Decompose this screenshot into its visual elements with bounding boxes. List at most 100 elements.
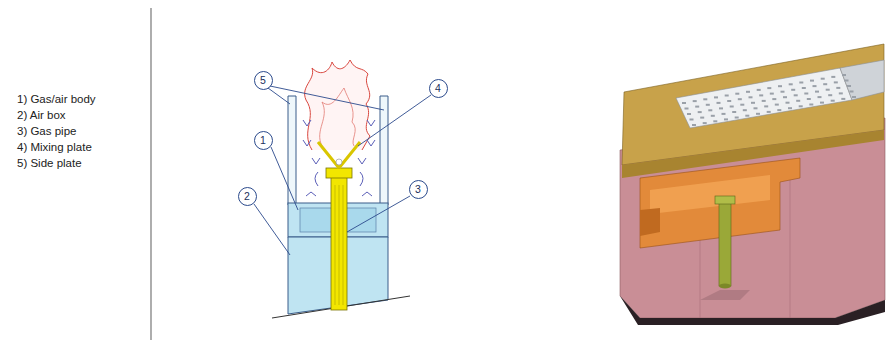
perforation-hole (713, 120, 717, 122)
perforation-hole (685, 108, 689, 110)
perforation-hole (703, 122, 707, 124)
perforation-hole (818, 96, 822, 98)
divider-line (150, 8, 151, 340)
perforation-hole (738, 98, 742, 100)
callout-number: 5 (260, 75, 266, 85)
perforation-hole (834, 81, 838, 83)
perforation-hole (767, 111, 771, 113)
callout-number: 1 (260, 135, 266, 145)
callout-circle: 1 (254, 131, 273, 150)
part-name: 1) Gas/air body (17, 92, 96, 106)
perforation-hole (757, 89, 761, 91)
perforation-hole (693, 100, 697, 102)
perforation-hole (714, 96, 718, 98)
perforation-hole (778, 85, 782, 87)
perforation-hole (845, 80, 849, 82)
perforation-hole (804, 93, 808, 95)
perforation-hole (789, 83, 793, 85)
perforation-hole (724, 118, 728, 120)
perforation-hole (719, 107, 723, 109)
perforation-hole (754, 107, 758, 109)
perforation-hole (850, 91, 854, 93)
gas-pipe-3d (719, 200, 731, 286)
perforation-hole (777, 109, 781, 111)
perforation-hole (783, 96, 787, 98)
perforation-hole (764, 105, 768, 107)
callout-circle: 3 (409, 180, 428, 199)
perforation-hole (749, 96, 753, 98)
perforation-hole (695, 106, 699, 108)
perforation-hole (735, 93, 739, 95)
perforation-hole (802, 87, 806, 89)
perforation-hole (791, 89, 795, 91)
perforation-hole (772, 98, 776, 100)
perforation-hole (751, 102, 755, 104)
callout-circle: 4 (429, 79, 448, 98)
perforated-plate-side (840, 60, 884, 100)
perforation-hole (821, 78, 825, 80)
perforation-hole (815, 91, 819, 93)
perforation-hole (756, 113, 760, 115)
perforation-hole (682, 102, 686, 104)
perforation-hole (732, 111, 736, 113)
callout-circle: 2 (238, 187, 257, 206)
part-name: 5) Side plate (17, 156, 82, 170)
perforation-hole (735, 117, 739, 119)
flame-inner (320, 88, 356, 146)
flow-arrow (303, 120, 375, 196)
leader-line (254, 86, 431, 255)
callout-circle: 5 (254, 71, 273, 90)
callout-number: 4 (435, 83, 441, 93)
perforation-hole (717, 102, 721, 104)
body-detail (700, 290, 750, 300)
gas-pipe (331, 176, 347, 310)
callout-number: 2 (244, 191, 250, 201)
part-name: 3) Gas pipe (17, 124, 76, 138)
gas-outlet (336, 159, 342, 165)
perforation-hole (711, 115, 715, 117)
perforation-hole (767, 87, 771, 89)
perforation-hole (727, 100, 731, 102)
perforation-hole (810, 80, 814, 82)
pipe-flange-3d (715, 196, 735, 204)
perforation-hole (831, 76, 835, 78)
perforation-hole (692, 124, 696, 126)
perforation-hole (842, 74, 846, 76)
gas-channel-face (650, 175, 770, 214)
channel-end (640, 208, 660, 236)
perforation-hole (708, 109, 712, 111)
top-casing-3d (622, 44, 884, 165)
perforation-hole (794, 94, 798, 96)
perforation-hole (743, 109, 747, 111)
perforation-hole (841, 98, 845, 100)
perforation-hole (700, 117, 704, 119)
perforation-hole (807, 98, 811, 100)
pipe-hatch (335, 185, 343, 305)
mixing-plate (318, 142, 360, 168)
perforation-hole (826, 89, 830, 91)
perforation-hole (770, 93, 774, 95)
perforation-hole (781, 91, 785, 93)
perforation-hole (775, 104, 779, 106)
perforated-plate (676, 68, 852, 128)
side-plate (380, 96, 388, 205)
perforation-hole (740, 104, 744, 106)
perforation-hole (690, 119, 694, 121)
perforation-hole (852, 96, 856, 98)
perforation-hole (828, 94, 832, 96)
perforation-hole (762, 100, 766, 102)
perforation-hole (786, 102, 790, 104)
perforation-hole (847, 85, 851, 87)
perforation (682, 74, 856, 126)
perforation-hole (813, 85, 817, 87)
perforation-hole (796, 100, 800, 102)
perforation-hole (687, 113, 691, 115)
perforation-hole (759, 94, 763, 96)
pipe-end-3d (719, 284, 731, 289)
part-name: 2) Air box (17, 108, 66, 122)
perforation-hole (722, 113, 726, 115)
perforation-hole (698, 111, 702, 113)
perforation-hole (725, 95, 729, 97)
callout-number: 3 (415, 184, 421, 194)
